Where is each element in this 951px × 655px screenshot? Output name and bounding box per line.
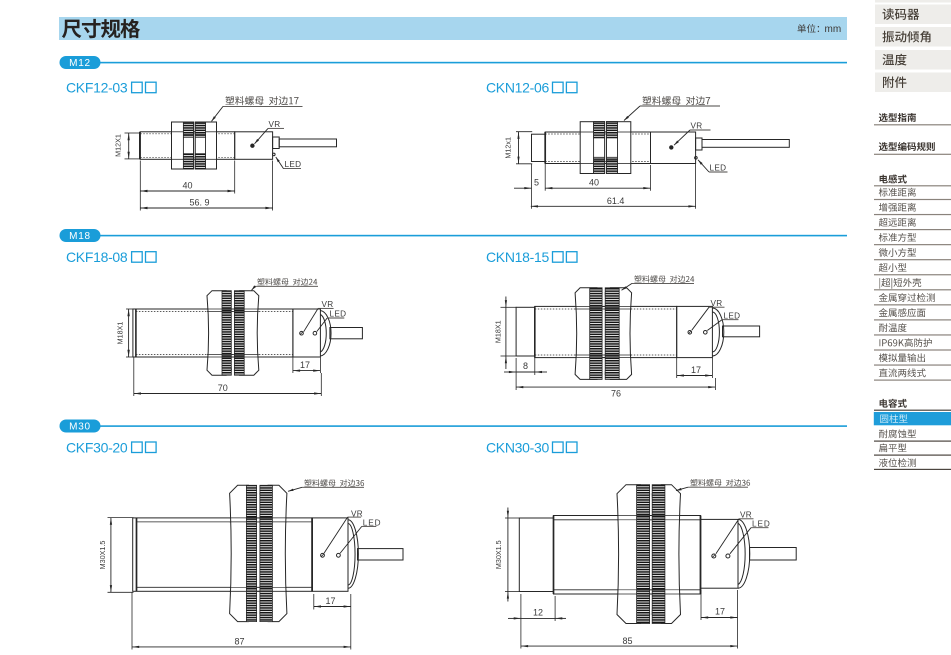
svg-text:LED: LED xyxy=(285,160,302,169)
svg-text:CKN30-30: CKN30-30 xyxy=(486,439,549,455)
svg-text:56. 9: 56. 9 xyxy=(189,197,209,207)
svg-text:87: 87 xyxy=(234,636,244,646)
svg-text:LED: LED xyxy=(752,519,771,528)
svg-text:VR: VR xyxy=(691,122,703,131)
svg-text:M12: M12 xyxy=(69,58,91,69)
svg-text:M18X1: M18X1 xyxy=(494,320,503,343)
svg-text:VR: VR xyxy=(269,120,281,129)
svg-text:5: 5 xyxy=(534,177,539,187)
svg-text:85: 85 xyxy=(622,636,632,646)
svg-text:M30: M30 xyxy=(69,422,91,433)
svg-text:VR: VR xyxy=(711,299,723,308)
svg-text:LED: LED xyxy=(724,311,741,320)
svg-text:70: 70 xyxy=(218,383,228,393)
svg-text:17: 17 xyxy=(691,365,701,375)
svg-text:CKF30-20: CKF30-20 xyxy=(66,439,128,455)
svg-text:LED: LED xyxy=(330,310,347,319)
svg-text:M18: M18 xyxy=(69,231,91,242)
svg-text:VR: VR xyxy=(740,511,752,520)
svg-text:M12X1: M12X1 xyxy=(114,134,123,157)
svg-text:CKN18-15: CKN18-15 xyxy=(486,249,549,265)
svg-text:76: 76 xyxy=(611,388,621,398)
svg-text:12: 12 xyxy=(533,607,543,617)
svg-text:CKF12-03: CKF12-03 xyxy=(66,80,128,96)
svg-text:CKN12-06: CKN12-06 xyxy=(486,80,549,96)
svg-text:17: 17 xyxy=(300,360,310,370)
svg-text:M18X1: M18X1 xyxy=(115,322,124,345)
svg-text:M12x1: M12x1 xyxy=(504,137,513,159)
svg-text:VR: VR xyxy=(351,509,363,518)
svg-text:mm: mm xyxy=(825,24,842,35)
svg-text:17: 17 xyxy=(325,596,335,606)
svg-text:LED: LED xyxy=(363,519,382,528)
svg-text:VR: VR xyxy=(322,300,334,309)
svg-text:17: 17 xyxy=(715,606,725,616)
svg-text:8: 8 xyxy=(523,361,528,371)
svg-text:40: 40 xyxy=(182,180,192,190)
svg-text:LED: LED xyxy=(710,164,727,173)
svg-text:CKF18-08: CKF18-08 xyxy=(66,249,128,265)
svg-text:61.4: 61.4 xyxy=(607,196,625,206)
svg-text:M30X1.5: M30X1.5 xyxy=(494,540,503,569)
svg-text:40: 40 xyxy=(589,177,599,187)
svg-text:M30X1.5: M30X1.5 xyxy=(98,541,107,570)
